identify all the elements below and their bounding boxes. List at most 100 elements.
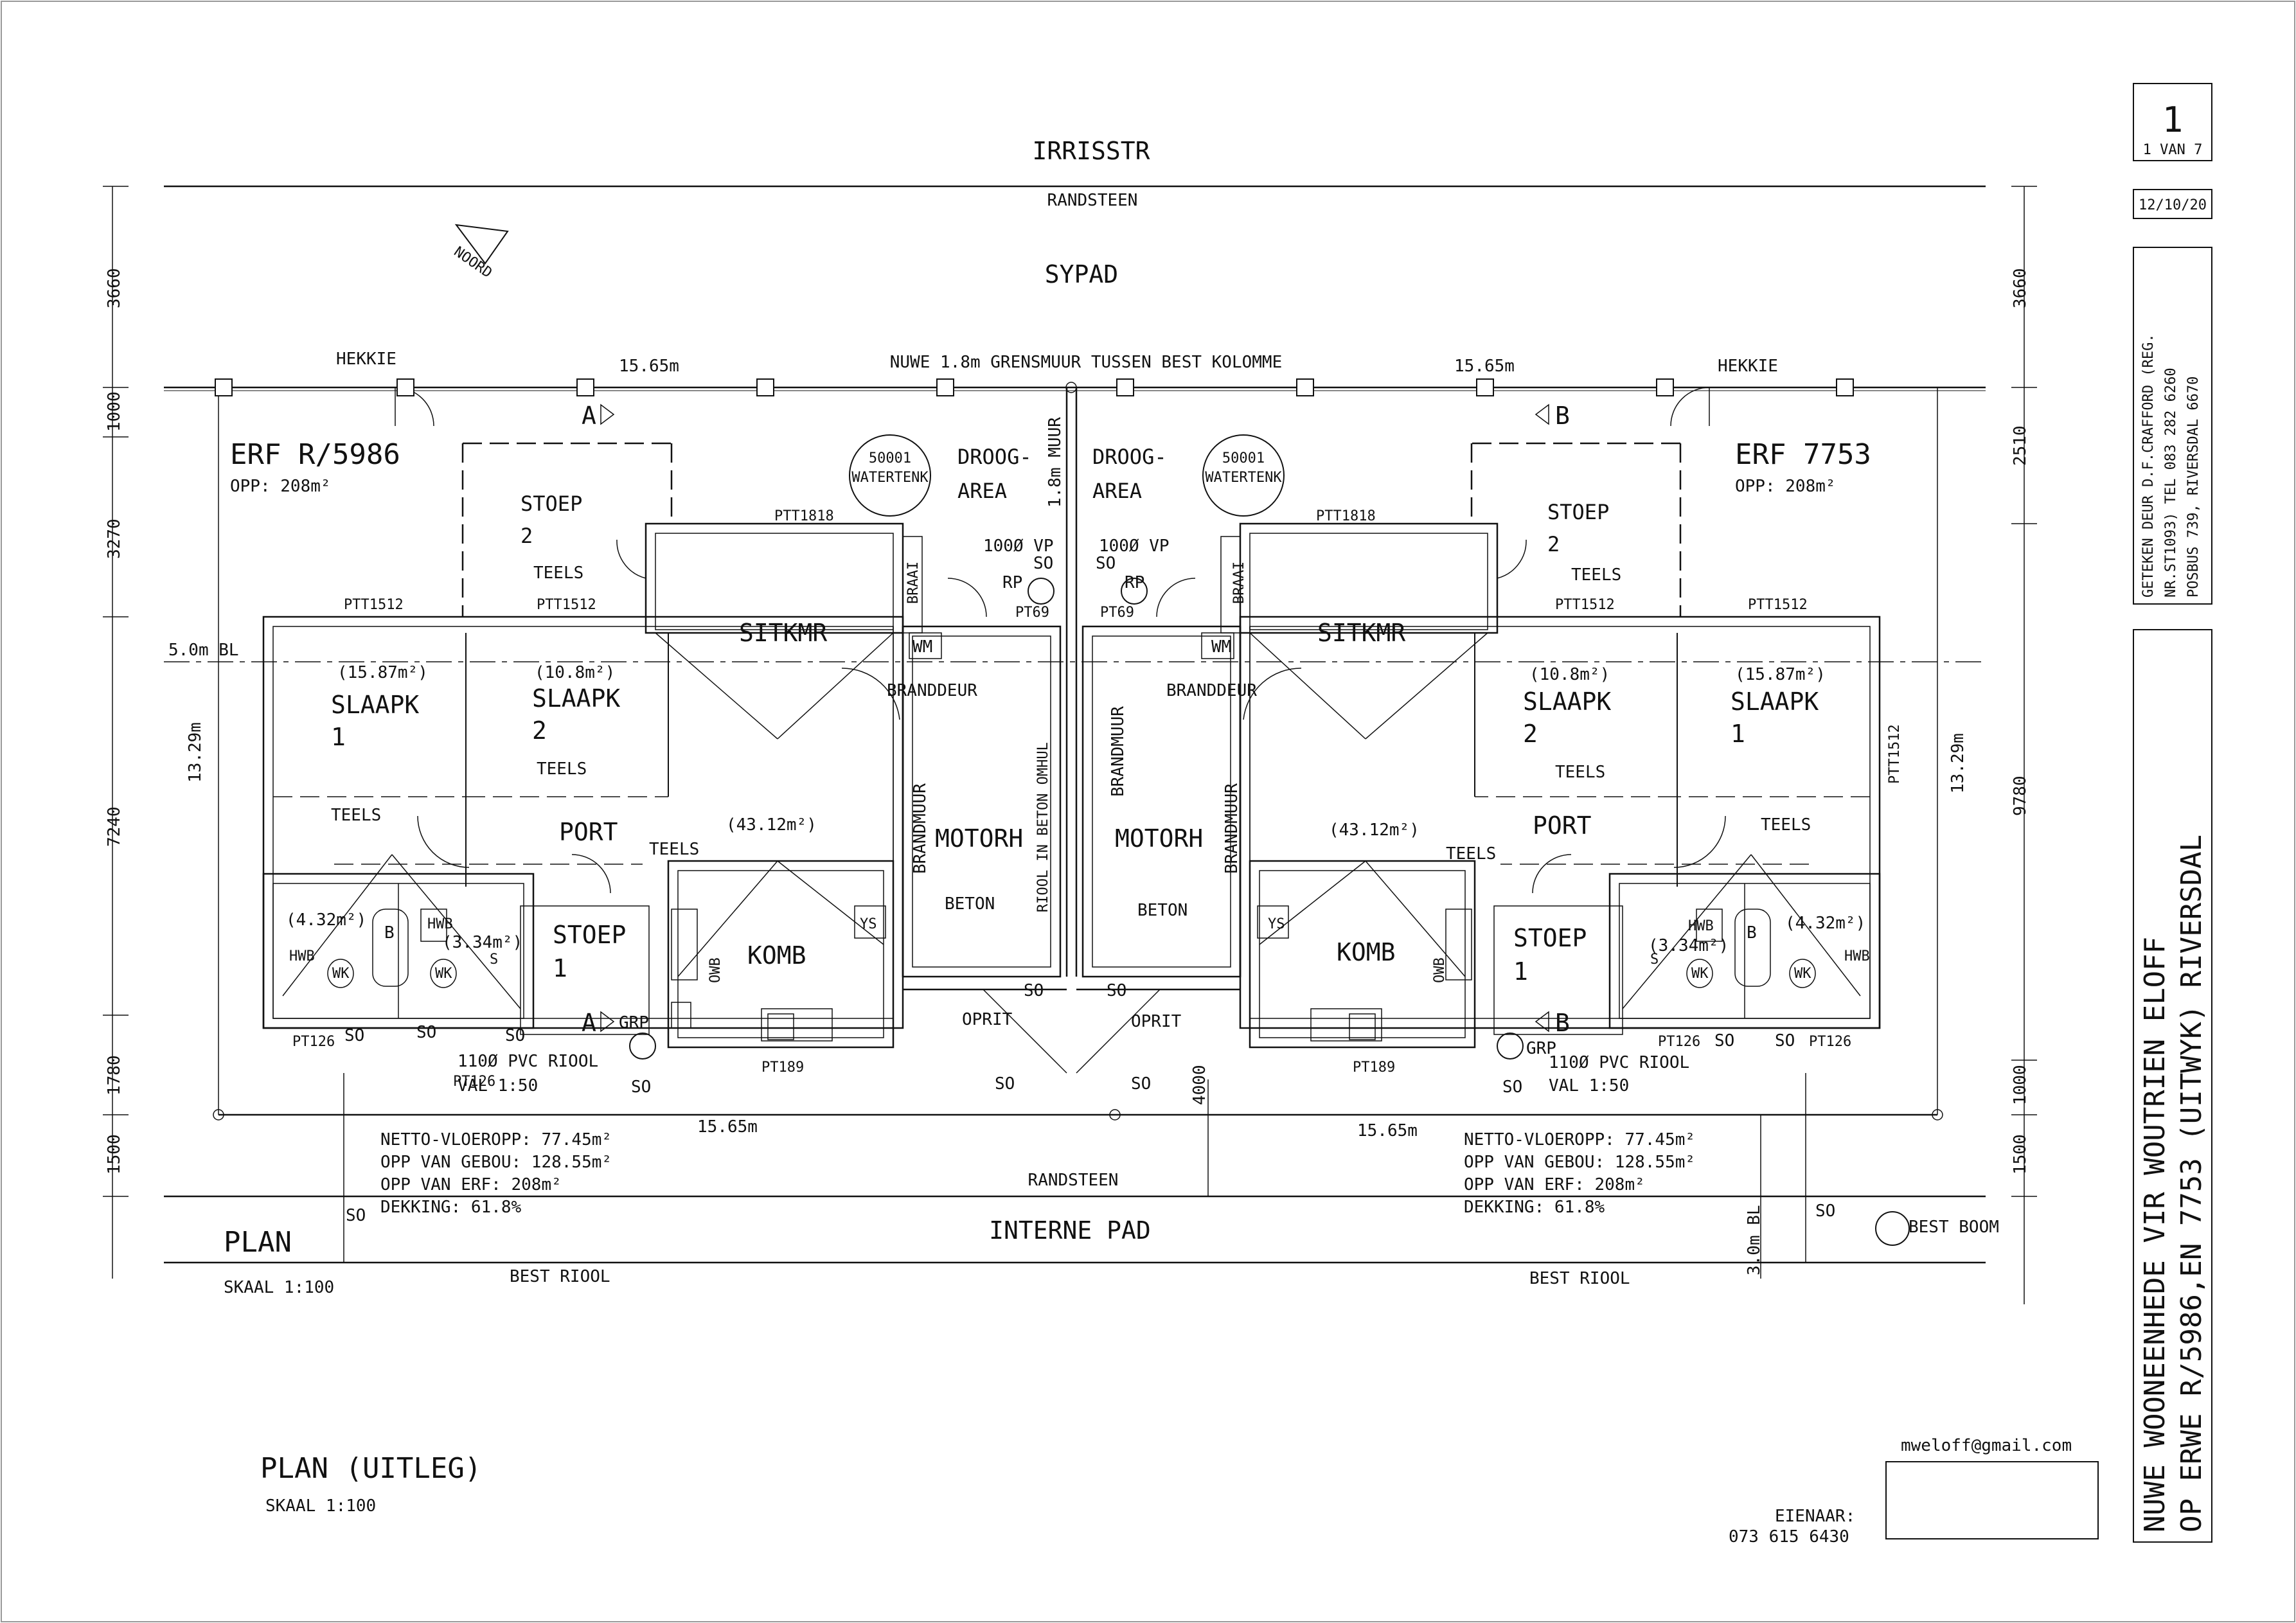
sidewalk: SYPAD — [1045, 260, 1118, 288]
owb-right: OWB — [1432, 957, 1448, 983]
grp-right: GRP — [1526, 1039, 1556, 1058]
plan-title: PLAN — [224, 1226, 292, 1259]
left-pt126-a: PT126 — [292, 1034, 335, 1050]
slaapk1-right-floor: TEELS — [1761, 815, 1811, 835]
left-so-5: SO — [631, 1078, 651, 1097]
dim-left-2: 1000 — [105, 391, 124, 432]
left-so-6: SO — [995, 1074, 1015, 1094]
left-sewer-fall: VAL 1:50 — [458, 1076, 538, 1095]
plan-scale: SKAAL 1:100 — [224, 1278, 334, 1297]
slaapk2-right-area: (10.8m²) — [1529, 665, 1610, 684]
dimensions-right: 3660 2510 9780 1000 1500 13.29m 4000 — [1190, 268, 2030, 1175]
slaapk2-left-number: 2 — [532, 716, 547, 745]
mid-wall-label: 1.8m MUUR — [1046, 417, 1065, 508]
depth-right: 13.29m — [1948, 733, 1968, 794]
sanitary-fixtures — [327, 909, 1816, 1040]
dim-right-1: 3660 — [2011, 268, 2030, 308]
left-pt126-b: PT126 — [453, 1074, 495, 1090]
dim-left-1: 3660 — [105, 268, 124, 308]
gate-left: HEKKIE — [336, 350, 396, 369]
left-so-7: SO — [1024, 981, 1044, 1000]
room-sitkmr-right: SITKMR — [1317, 619, 1405, 647]
dim-right-2: 2510 — [2011, 425, 2030, 466]
right-pt189: PT189 — [1353, 1060, 1395, 1076]
wc-right-area: (3.34m²) — [1648, 936, 1729, 955]
vp-left-so: SO — [1033, 554, 1053, 573]
right-so-5: SO — [1502, 1078, 1522, 1097]
motorh-right-floor: BETON — [1137, 901, 1188, 920]
vp-left: 100Ø VP — [983, 537, 1054, 556]
water-tanks — [629, 434, 1910, 1246]
bath-left-area: (4.32m²) — [286, 910, 366, 930]
dim-left-6: 1500 — [105, 1134, 124, 1175]
wk-left-1: WK — [332, 966, 350, 982]
stoep2-right-floor: TEELS — [1571, 565, 1621, 585]
boundary-columns — [215, 378, 1854, 396]
boundary-wall-note: NUWE 1.8m GRENSMUUR TUSSEN BEST KOLOMME — [890, 353, 1282, 372]
section-markers — [600, 404, 1549, 1033]
pt69-left: PT69 — [1015, 605, 1049, 621]
slaapk2-right-number: 2 — [1523, 720, 1538, 748]
branddeur-right: BRANDDEUR — [1166, 681, 1257, 700]
left-pt189: PT189 — [761, 1060, 804, 1076]
dim-left-5: 1780 — [105, 1055, 124, 1095]
dim-right-4: 1000 — [2011, 1065, 2030, 1105]
owner-phone: 073 615 6430 — [1729, 1527, 1849, 1547]
site-lines — [112, 185, 2025, 1304]
bath-left-b: B — [384, 923, 395, 943]
signature-box — [1885, 1461, 2099, 1539]
slaapk1-right: SLAAPK — [1731, 687, 1819, 716]
left-so-3: SO — [416, 1023, 436, 1042]
right-pt126-a: PT126 — [1658, 1034, 1700, 1050]
right-unit-labels: ERF 7753 OPP: 208m² 50001 WATERTENK DROO… — [1092, 438, 1999, 1288]
drying-area-left-2: AREA — [957, 479, 1007, 503]
slaapk2-left: SLAAPK — [532, 684, 620, 713]
dim-left-4: 7240 — [105, 806, 124, 847]
left-ptt1512-a: PTT1512 — [344, 597, 404, 613]
right-ptt1512-b: PTT1512 — [1748, 597, 1808, 613]
left-house-walls — [262, 442, 1067, 1049]
owb-left: OWB — [707, 957, 724, 983]
left-unit-labels: ERF R/5986 OPP: 208m² 50001 WATERTENK DR… — [230, 438, 1054, 1286]
left-stat-erf-area: OPP VAN ERF: 208m² — [380, 1175, 562, 1194]
length-bottom-left: 15.65m — [697, 1117, 758, 1137]
project-title-line-1: NUWE WOONEENHEDE VIR WOUTRIEN ELOFF — [2139, 937, 2171, 1532]
stoep2-left-label: STOEP — [521, 492, 582, 516]
left-ptt1512-b: PTT1512 — [537, 597, 596, 613]
left-stat-coverage: DEKKING: 61.8% — [380, 1198, 521, 1217]
drawn-by-line-2: NR.ST1093) TEL 083 282 6260 — [2163, 368, 2179, 598]
right-pt126-b: PT126 — [1809, 1034, 1851, 1050]
right-ptt1512-c: PTT1512 — [1887, 724, 1903, 784]
plan-layout-title: PLAN (UITLEG) — [260, 1452, 481, 1485]
erf-left: ERF R/5986 — [230, 438, 400, 471]
room-motorh-right: MOTORH — [1115, 824, 1203, 853]
left-so-4: SO — [505, 1026, 525, 1045]
wm-left: WM — [912, 637, 932, 657]
kerb-top: RANDSTEEN — [1047, 191, 1138, 210]
wk-right-2: WK — [1691, 966, 1709, 982]
port-right-floor: TEELS — [1446, 844, 1496, 864]
right-existing-sewer: BEST RIOOL — [1529, 1269, 1630, 1288]
dim-left-3: 3270 — [105, 519, 124, 559]
right-house-walls — [1076, 442, 1881, 1049]
stoep1-left: STOEP — [553, 921, 626, 949]
port-right: PORT — [1533, 812, 1592, 840]
stoep2-left-floor: TEELS — [533, 563, 583, 583]
wall-length-right: 15.65m — [1454, 357, 1515, 376]
wm-right: WM — [1211, 637, 1231, 657]
right-stat-building-area: OPP VAN GEBOU: 128.55m² — [1464, 1153, 1695, 1172]
stoep2-right-label: STOEP — [1547, 500, 1609, 524]
wk-right-1: WK — [1794, 966, 1811, 982]
rp-right: RP — [1125, 573, 1144, 592]
section-a-bottom: A — [582, 1009, 596, 1037]
sheet-of: 1 VAN 7 — [2143, 142, 2203, 158]
vp-right: 100Ø VP — [1099, 537, 1170, 556]
left-stat-net-area: NETTO-VLOEROPP: 77.45m² — [380, 1130, 612, 1149]
slaapk1-left-area: (15.87m²) — [337, 663, 428, 682]
section-b-bottom: B — [1555, 1009, 1570, 1037]
ys-left: YS — [860, 916, 877, 932]
wall-length-left: 15.65m — [619, 357, 679, 376]
project-title-line-2: OP ERWE R/5986,EN 7753 (UITWYK) RIVERSDA… — [2175, 835, 2208, 1532]
right-stat-net-area: NETTO-VLOEROPP: 77.45m² — [1464, 1130, 1695, 1149]
braai-right: BRAAI — [1231, 562, 1247, 604]
